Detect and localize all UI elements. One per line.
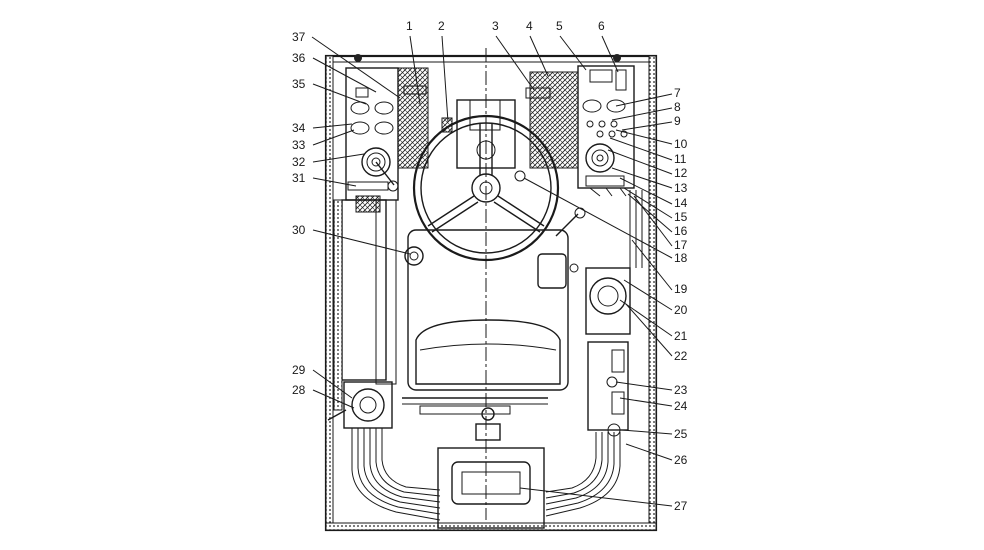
label-28: 28 [292,383,306,397]
label-35: 35 [292,77,306,91]
label-26: 26 [674,453,688,467]
label-19: 19 [674,282,688,296]
label-15: 15 [674,210,688,224]
label-36: 36 [292,51,306,65]
label-11: 11 [674,152,687,166]
label-18: 18 [674,251,688,265]
steering-wheel [412,114,560,262]
label-21: 21 [674,329,688,343]
label-25: 25 [674,427,688,441]
label-30: 30 [292,223,306,237]
label-24: 24 [674,399,688,413]
right-insulation-block [529,71,579,169]
label-10: 10 [674,137,688,151]
label-16: 16 [674,224,688,238]
cab-outer-frame [324,54,658,532]
cable-bundles [351,428,621,521]
label-7: 7 [674,86,681,100]
leader-lines [311,35,673,507]
label-20: 20 [674,303,688,317]
pedal-bar [402,397,548,441]
label-1: 1 [406,19,413,33]
label-29: 29 [292,363,306,377]
label-4: 4 [526,19,533,33]
label-27: 27 [674,499,688,513]
label-17: 17 [674,238,688,252]
label-32: 32 [292,155,306,169]
label-2: 2 [438,19,445,33]
right-control-panel [577,65,635,197]
right-side-unit [585,190,643,437]
label-23: 23 [674,383,688,397]
label-33: 33 [292,138,306,152]
label-31: 31 [292,171,306,185]
label-34: 34 [292,121,306,135]
gear-lever [537,207,586,289]
callout-labels: 1 2 3 4 5 6 7 8 9 10 11 12 13 14 15 16 1… [292,19,688,513]
label-9: 9 [674,114,681,128]
bottom-control-box [437,447,545,529]
steering-column [441,48,516,520]
label-12: 12 [674,166,688,180]
label-3: 3 [492,19,499,33]
driver-seat [404,229,569,391]
label-13: 13 [674,181,688,195]
label-14: 14 [674,196,688,210]
lower-left-unit [327,381,393,429]
label-6: 6 [598,19,605,33]
label-8: 8 [674,100,681,114]
label-37: 37 [292,30,306,44]
label-22: 22 [674,349,688,363]
label-5: 5 [556,19,563,33]
left-cabinet [341,199,387,381]
